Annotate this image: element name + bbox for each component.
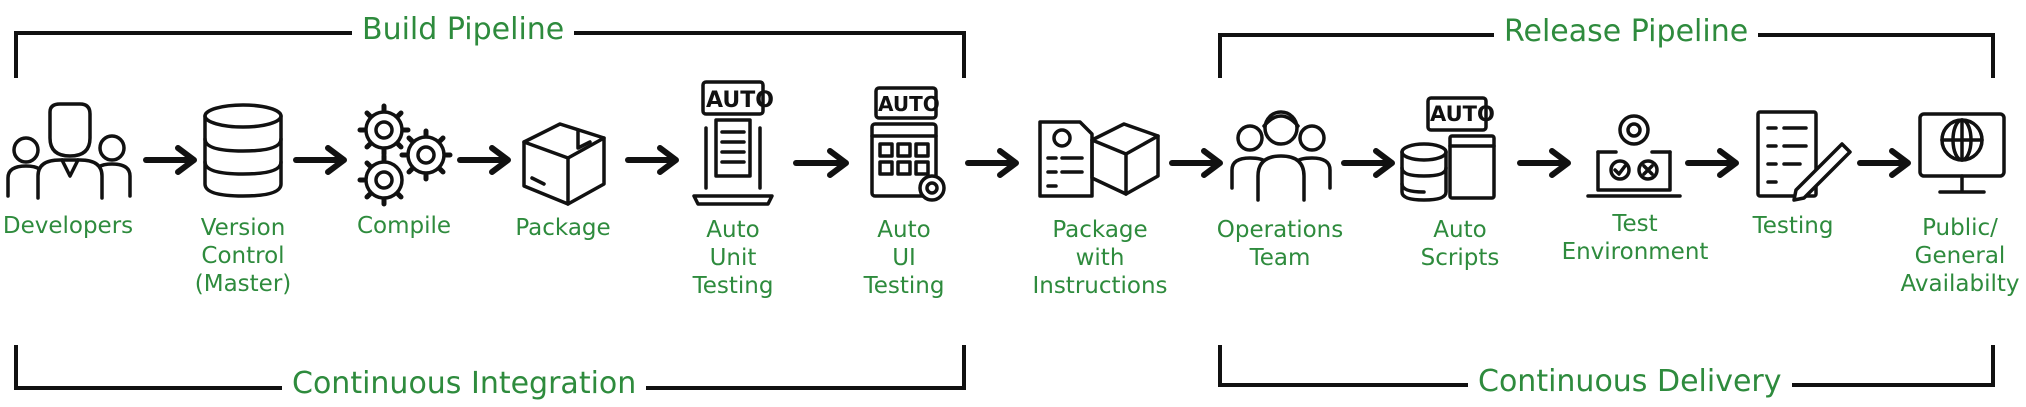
step-label-compile: Compile [356,213,452,239]
checklist-icon [1756,110,1852,202]
gears-icon [357,103,453,207]
package-box-icon [522,122,606,206]
auto-badge-ui: AUTO [878,92,940,116]
arrow-3 [457,145,511,175]
test-environment-icon [1586,114,1682,198]
package-instructions-icon [1038,120,1160,198]
database-icon [203,103,283,198]
step-label-developers: Developers [2,213,134,239]
arrow-9 [1517,148,1571,178]
arrow-8 [1341,148,1395,178]
step-label-testing: Testing [1752,213,1834,239]
arrow-2 [293,145,347,175]
release-pipeline-title: Release Pipeline [1494,14,1759,49]
step-label-auto-ui-testing: Auto UI Testing [863,217,945,299]
step-label-package: Package [515,215,611,241]
auto-ui-testing-icon [870,86,946,202]
build-pipeline-title: Build Pipeline [352,12,575,47]
step-label-auto-unit-testing: Auto Unit Testing [692,217,774,299]
auto-scripts-icon [1400,96,1496,202]
step-label-operations-team: Operations Team [1216,217,1344,271]
step-label-package-with-instructions: Package with Instructions [1032,217,1168,299]
arrow-10 [1685,148,1739,178]
arrow-11 [1857,148,1911,178]
arrow-5 [793,148,849,178]
arrow-6 [965,148,1019,178]
step-label-test-environment: Test Environment [1561,211,1709,265]
auto-badge-unit: AUTO [706,88,774,113]
step-label-version-control: Version Control (Master) [194,215,292,297]
step-label-auto-scripts: Auto Scripts [1420,217,1500,271]
arrow-7 [1169,148,1223,178]
arrow-4 [625,145,679,175]
developers-icon [6,102,132,200]
operations-team-icon [1230,110,1332,202]
cd-title: Continuous Delivery [1468,364,1792,399]
step-label-general-availability: Public/ General Availabilty [1900,215,2020,297]
arrow-1 [143,145,197,175]
ci-title: Continuous Integration [282,366,647,401]
auto-badge-scripts: AUTO [1430,102,1495,126]
global-monitor-icon [1918,112,2006,194]
auto-unit-testing-icon [692,80,774,206]
